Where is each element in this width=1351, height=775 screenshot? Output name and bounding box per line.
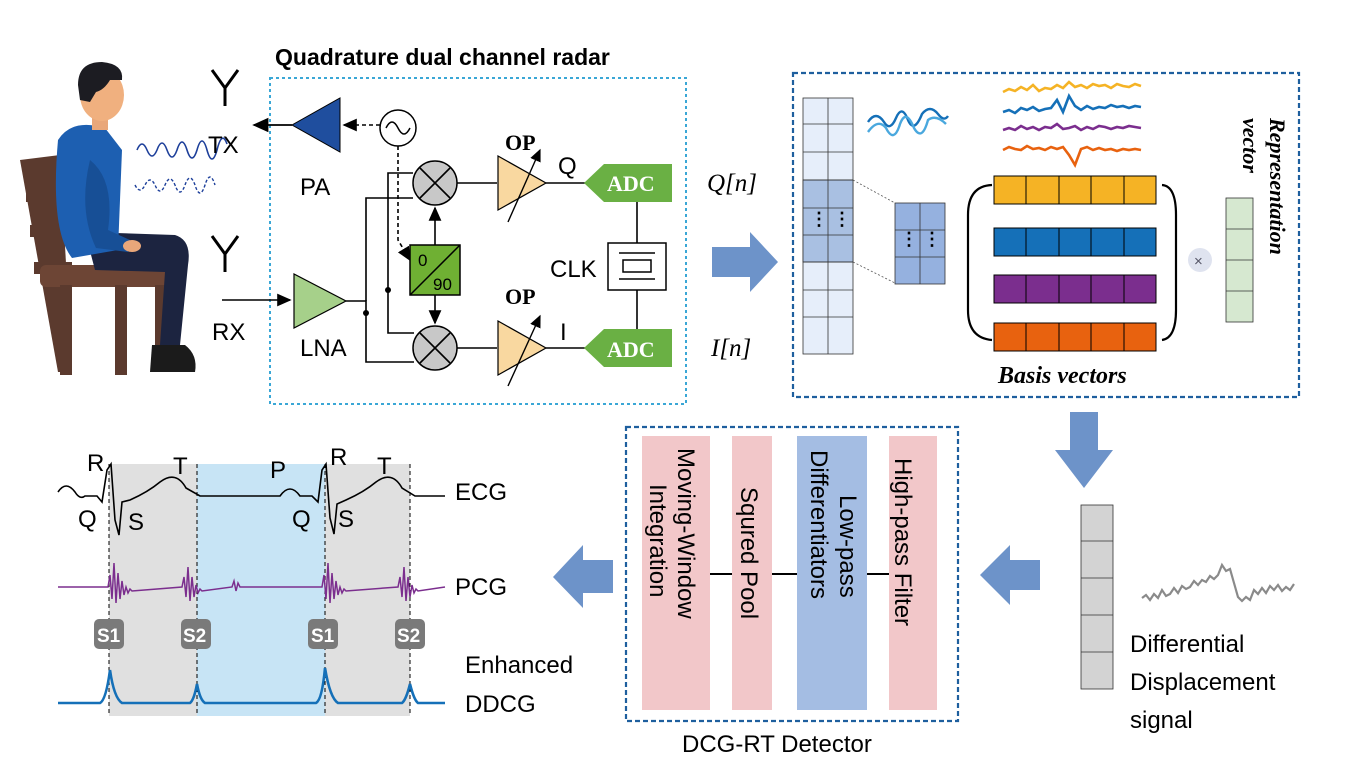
- q-signal-label: Q[n]: [707, 170, 757, 197]
- basis-vectors-label: Basis vectors: [997, 363, 1127, 389]
- ddcg-trace: [58, 667, 445, 705]
- phase-zero: 0: [418, 251, 427, 270]
- op-bottom-label: OP: [505, 284, 536, 309]
- phase-shifter: 0 90: [409, 244, 461, 296]
- radar-title: Quadrature dual channel radar: [275, 44, 610, 70]
- feature-curves-colored: [1002, 80, 1142, 168]
- clk-label: CLK: [550, 256, 597, 283]
- output-vector: [1080, 504, 1114, 690]
- arrow-to-detector: [980, 545, 1040, 605]
- mixer-bottom: [412, 325, 458, 371]
- multiply-icon: [1188, 248, 1212, 272]
- arrow-to-representation: [712, 232, 778, 292]
- ecg-label: ECG: [455, 479, 507, 506]
- svg-text:S2: S2: [397, 626, 420, 647]
- tx-label: TX: [208, 132, 239, 159]
- adc-top: ADC: [584, 164, 672, 202]
- ecg-q2: Q: [292, 506, 311, 533]
- radar-box: [269, 77, 687, 405]
- i-channel-label: I: [560, 319, 567, 346]
- pa-label: PA: [300, 174, 330, 201]
- ecg-t1: T: [173, 453, 188, 480]
- kernel-matrix: [894, 202, 946, 285]
- svg-text:ADC: ADC: [607, 171, 655, 196]
- arrow-to-waveforms: [553, 545, 613, 608]
- badge-s1-first: S1: [94, 619, 124, 649]
- phase-ninety: 90: [433, 275, 452, 294]
- basis-vector-1: [993, 175, 1157, 205]
- stage-low-pass-label-1: Low-pass: [834, 495, 861, 598]
- displacement-line3: signal: [1130, 707, 1193, 734]
- lna-label: LNA: [300, 335, 347, 362]
- stage-moving-window: [642, 436, 710, 710]
- rx-wave: [134, 176, 216, 194]
- basis-vector-4: [993, 322, 1157, 352]
- ecg-trace: [57, 461, 445, 536]
- op-top-label: OP: [505, 130, 536, 155]
- q-channel-label: Q: [558, 153, 577, 180]
- detector-box: [624, 425, 960, 723]
- input-matrix: [802, 97, 854, 355]
- stage-squared-pool: [732, 436, 772, 710]
- multiply-symbol: ×: [1194, 253, 1203, 270]
- ecg-q1: Q: [78, 506, 97, 533]
- ecg-r1: R: [87, 450, 104, 477]
- badge-s2-first: S2: [181, 619, 211, 649]
- ddcg-label-1: Enhanced: [465, 652, 573, 679]
- stage-squared-pool-label: Squred Pool: [735, 487, 762, 619]
- svg-text:S2: S2: [183, 626, 206, 647]
- ecg-s2: S: [338, 506, 354, 533]
- displacement-line1: Differential: [1130, 631, 1244, 658]
- basis-vector-2: [993, 227, 1157, 257]
- ecg-t2: T: [377, 453, 392, 480]
- detector-title: DCG-RT Detector: [682, 731, 872, 758]
- tx-antenna: [210, 69, 240, 106]
- matrix-dots: ⋮ ⋮: [810, 209, 851, 229]
- svg-text:S1: S1: [97, 626, 121, 647]
- displacement-line2: Displacement: [1130, 669, 1276, 696]
- pa-amplifier: [290, 97, 341, 153]
- mixer-top: [412, 160, 458, 206]
- vector-label: vector: [1238, 118, 1263, 173]
- badge-s2-second: S2: [395, 619, 425, 649]
- rx-label: RX: [212, 319, 245, 346]
- stage-high-pass-label: High-pass Filter: [889, 458, 916, 626]
- ecg-s1: S: [128, 509, 144, 536]
- displacement-signal-curve: [1141, 562, 1295, 603]
- clock-crystal-icon: [607, 242, 667, 291]
- i-signal-label: I[n]: [710, 335, 751, 362]
- ddcg-label-2: DDCG: [465, 691, 536, 718]
- adc-bottom: ADC: [584, 329, 672, 367]
- ecg-p: P: [270, 457, 286, 484]
- stage-moving-window-label-1: Moving-Window: [672, 448, 699, 619]
- arrow-down-right: [1055, 412, 1113, 488]
- svg-text:ADC: ADC: [607, 337, 655, 362]
- stage-low-pass-label-2: Differentiators: [805, 450, 832, 599]
- basis-vector-3: [993, 274, 1157, 304]
- svg-text:S1: S1: [311, 626, 335, 647]
- stage-low-pass: [797, 436, 867, 710]
- stage-moving-window-label-2: Integration: [644, 484, 671, 597]
- badge-s1-second: S1: [308, 619, 338, 649]
- representation-vector: [1225, 197, 1254, 323]
- stage-high-pass: [889, 436, 937, 710]
- representation-label: Representation: [1265, 117, 1290, 255]
- pcg-trace: [58, 562, 446, 604]
- kernel-dots: ⋮ ⋮: [900, 229, 941, 249]
- person-on-chair-illustration: [20, 62, 196, 375]
- rx-antenna: [210, 235, 240, 272]
- op-amp-bottom: [497, 314, 548, 387]
- ecg-r2: R: [330, 444, 347, 471]
- op-amp-top: [497, 148, 548, 223]
- feature-curves-blue: [867, 107, 949, 137]
- lna-amplifier: [293, 273, 348, 329]
- tx-wave: [136, 137, 228, 160]
- pcg-label: PCG: [455, 574, 507, 601]
- representation-box: [791, 71, 1301, 399]
